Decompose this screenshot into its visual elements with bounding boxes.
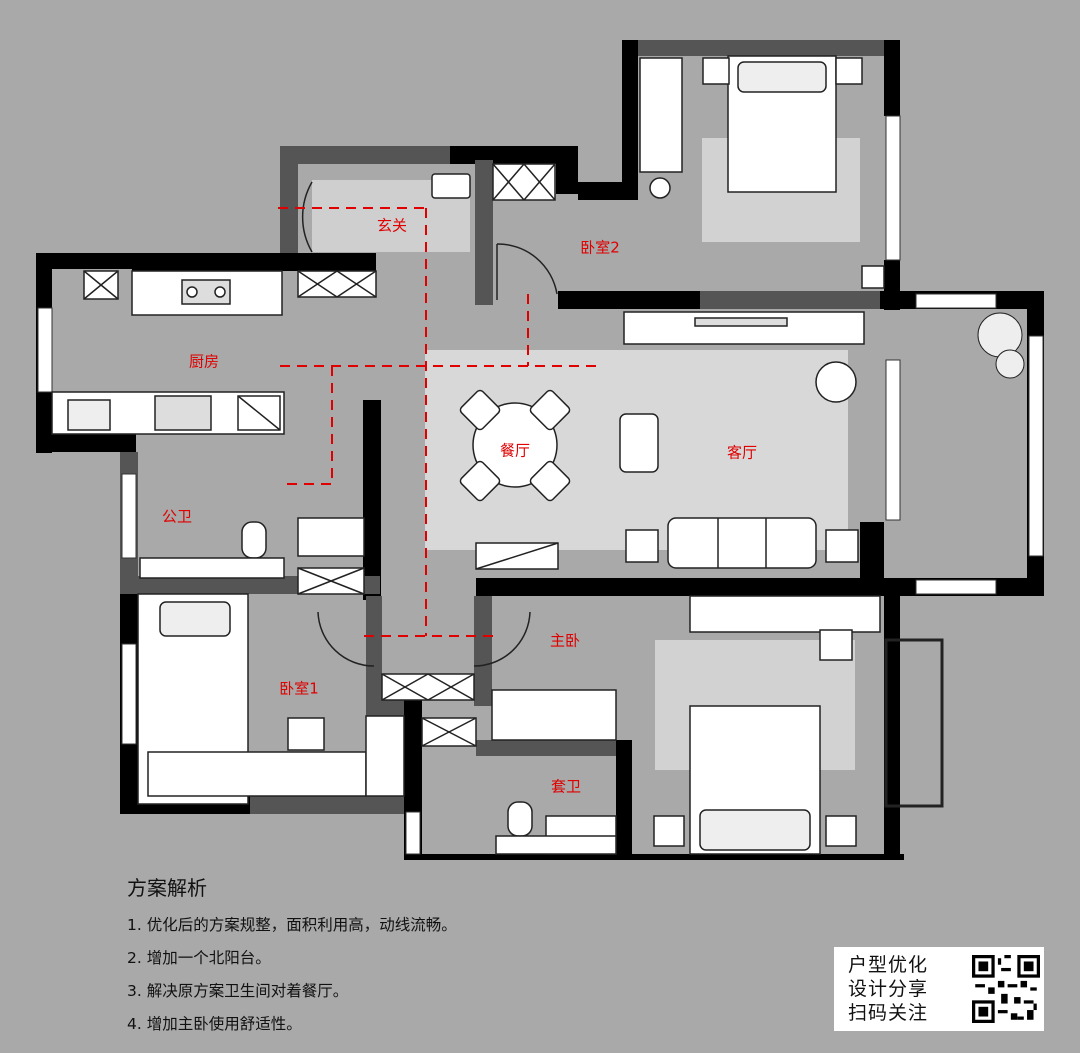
badge-line: 扫码关注 bbox=[848, 1002, 929, 1024]
room-label-bedroom2: 卧室2 bbox=[580, 238, 620, 257]
public-bath-fixtures bbox=[139, 517, 365, 595]
notes-item: 4. 增加主卧使用舒适性。 bbox=[127, 1015, 302, 1033]
bedroom2-fixtures bbox=[623, 55, 885, 345]
notes-title: 方案解析 bbox=[127, 876, 207, 900]
badge-line: 户型优化 bbox=[848, 954, 929, 976]
follow-badge: 户型优化 设计分享 扫码关注 bbox=[834, 947, 1044, 1031]
room-label-public-bath: 公卫 bbox=[161, 507, 193, 526]
room-label-living: 客厅 bbox=[726, 443, 758, 462]
entrance-fixtures bbox=[297, 163, 558, 300]
living-fixtures bbox=[459, 361, 859, 570]
bedroom1-fixtures bbox=[137, 593, 531, 805]
notes-item: 2. 增加一个北阳台。 bbox=[127, 949, 271, 967]
room-label-entrance: 玄关 bbox=[376, 216, 408, 235]
kitchen-fixtures bbox=[51, 270, 285, 435]
circulation-route bbox=[278, 207, 600, 637]
badge-text: 户型优化 设计分享 扫码关注 bbox=[834, 953, 968, 1025]
master-fixtures bbox=[421, 595, 881, 855]
plant-icon bbox=[977, 312, 1025, 379]
room-label-bedroom1: 卧室1 bbox=[279, 679, 319, 698]
badge-line: 设计分享 bbox=[848, 978, 929, 1000]
floor-plan bbox=[36, 40, 1044, 860]
room-label-kitchen: 厨房 bbox=[188, 352, 220, 371]
notes-item: 1. 优化后的方案规整，面积利用高，动线流畅。 bbox=[127, 916, 457, 934]
room-label-dining: 餐厅 bbox=[499, 441, 531, 460]
windows bbox=[37, 115, 1044, 855]
design-notes: 方案解析 1. 优化后的方案规整，面积利用高，动线流畅。 2. 增加一个北阳台。… bbox=[127, 872, 457, 1041]
room-label-ensuite-bath: 套卫 bbox=[550, 777, 582, 796]
qr-code-icon[interactable] bbox=[972, 955, 1040, 1023]
notes-item: 3. 解决原方案卫生间对着餐厅。 bbox=[127, 982, 349, 1000]
room-label-master-bedroom: 主卧 bbox=[549, 631, 581, 650]
